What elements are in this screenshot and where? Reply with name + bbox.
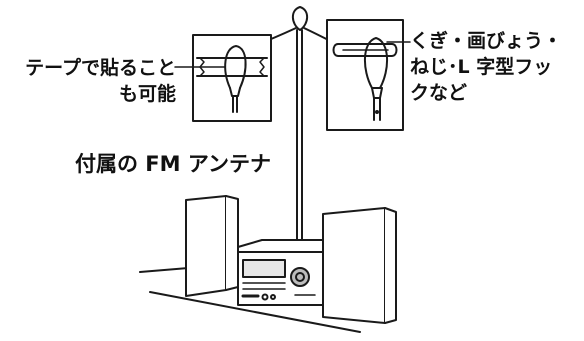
hook-detail-panel <box>326 19 404 131</box>
tape-antenna-loop <box>224 45 247 89</box>
antenna-top-loop <box>291 6 309 31</box>
tape-label: テープで貼ること も可能 <box>10 55 176 107</box>
hook-antenna-loop <box>364 37 388 89</box>
power-button <box>261 293 269 301</box>
tape-strip <box>196 57 268 77</box>
hook-label: くぎ・画びょう・ ねじ･L 字型フッ クなど <box>410 28 562 106</box>
tape-label-line2: も可能 <box>118 83 176 105</box>
main-unit-display <box>242 259 286 278</box>
antenna-cable <box>296 29 303 243</box>
tape-label-line1: テープで貼ること <box>25 57 176 79</box>
hook-label-line1: くぎ・画びょう・ <box>410 30 563 52</box>
l-hook <box>332 43 398 57</box>
left-speaker <box>185 195 227 297</box>
volume-knob <box>290 267 310 287</box>
hook-label-line3: クなど <box>410 82 468 104</box>
hook-label-line2: ねじ･L 字型フッ <box>410 56 553 78</box>
antenna-label: 付属の FM アンテナ <box>75 152 272 176</box>
main-unit-top <box>237 239 324 253</box>
right-speaker <box>322 207 386 324</box>
shelf-front-line <box>149 291 361 333</box>
